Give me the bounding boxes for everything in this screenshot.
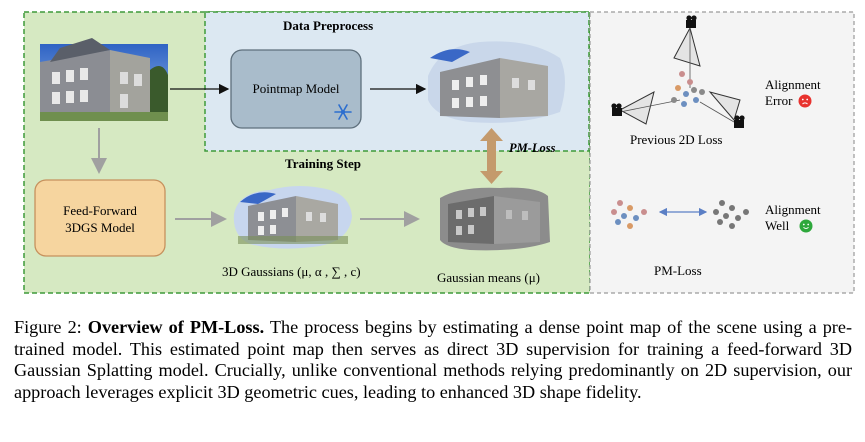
feedforward-label-line1: Feed-Forward xyxy=(63,203,137,218)
gaussian-means-image xyxy=(440,187,550,251)
gaussian-means-label: Gaussian means (μ) xyxy=(437,270,540,285)
gaussians-label: 3D Gaussians (μ, α , ∑ , c) xyxy=(222,264,361,279)
pointmap-model-label: Pointmap Model xyxy=(252,81,340,96)
snowflake-icon xyxy=(334,104,352,120)
pm-loss-label: PM-Loss xyxy=(654,263,702,278)
alignment-well-line1: Alignment xyxy=(765,202,821,217)
feedforward-label-line2: 3DGS Model xyxy=(65,220,135,235)
pm-loss-double-arrow xyxy=(480,128,503,184)
input-house-image xyxy=(40,38,168,121)
pm-loss-diagram xyxy=(611,200,749,229)
gaussians-render-image xyxy=(233,186,352,249)
caption-bold: Overview of PM-Loss. xyxy=(87,317,265,337)
pipeline-figure: Data Preprocess Training Step Pointmap M… xyxy=(23,11,855,294)
camera-icon xyxy=(734,115,745,128)
alignment-well-line2: Well xyxy=(765,218,790,233)
feedforward-3dgs-box xyxy=(34,179,166,257)
pm-loss-arrow-label: PM-Loss xyxy=(509,141,556,155)
happy-face-icon xyxy=(799,219,813,233)
camera-icon xyxy=(611,103,622,116)
camera-icon xyxy=(686,15,697,28)
previous-loss-diagram xyxy=(611,15,745,128)
training-step-title: Training Step xyxy=(285,156,361,171)
alignment-error-line1: Alignment xyxy=(765,77,821,92)
sad-face-icon xyxy=(798,94,812,108)
data-preprocess-title: Data Preprocess xyxy=(283,18,374,33)
caption-body: The process begins by estimating a dense… xyxy=(14,317,852,402)
caption-prefix: Figure 2: xyxy=(14,317,88,337)
pointmap-model-box xyxy=(230,49,362,129)
alignment-error-line2: Error xyxy=(765,93,793,108)
pointmap-output-image xyxy=(428,41,565,123)
previous-loss-label: Previous 2D Loss xyxy=(630,132,723,147)
figure-caption: Figure 2: Overview of PM-Loss. The proce… xyxy=(14,317,852,403)
loss-comparison-panel xyxy=(589,11,855,294)
